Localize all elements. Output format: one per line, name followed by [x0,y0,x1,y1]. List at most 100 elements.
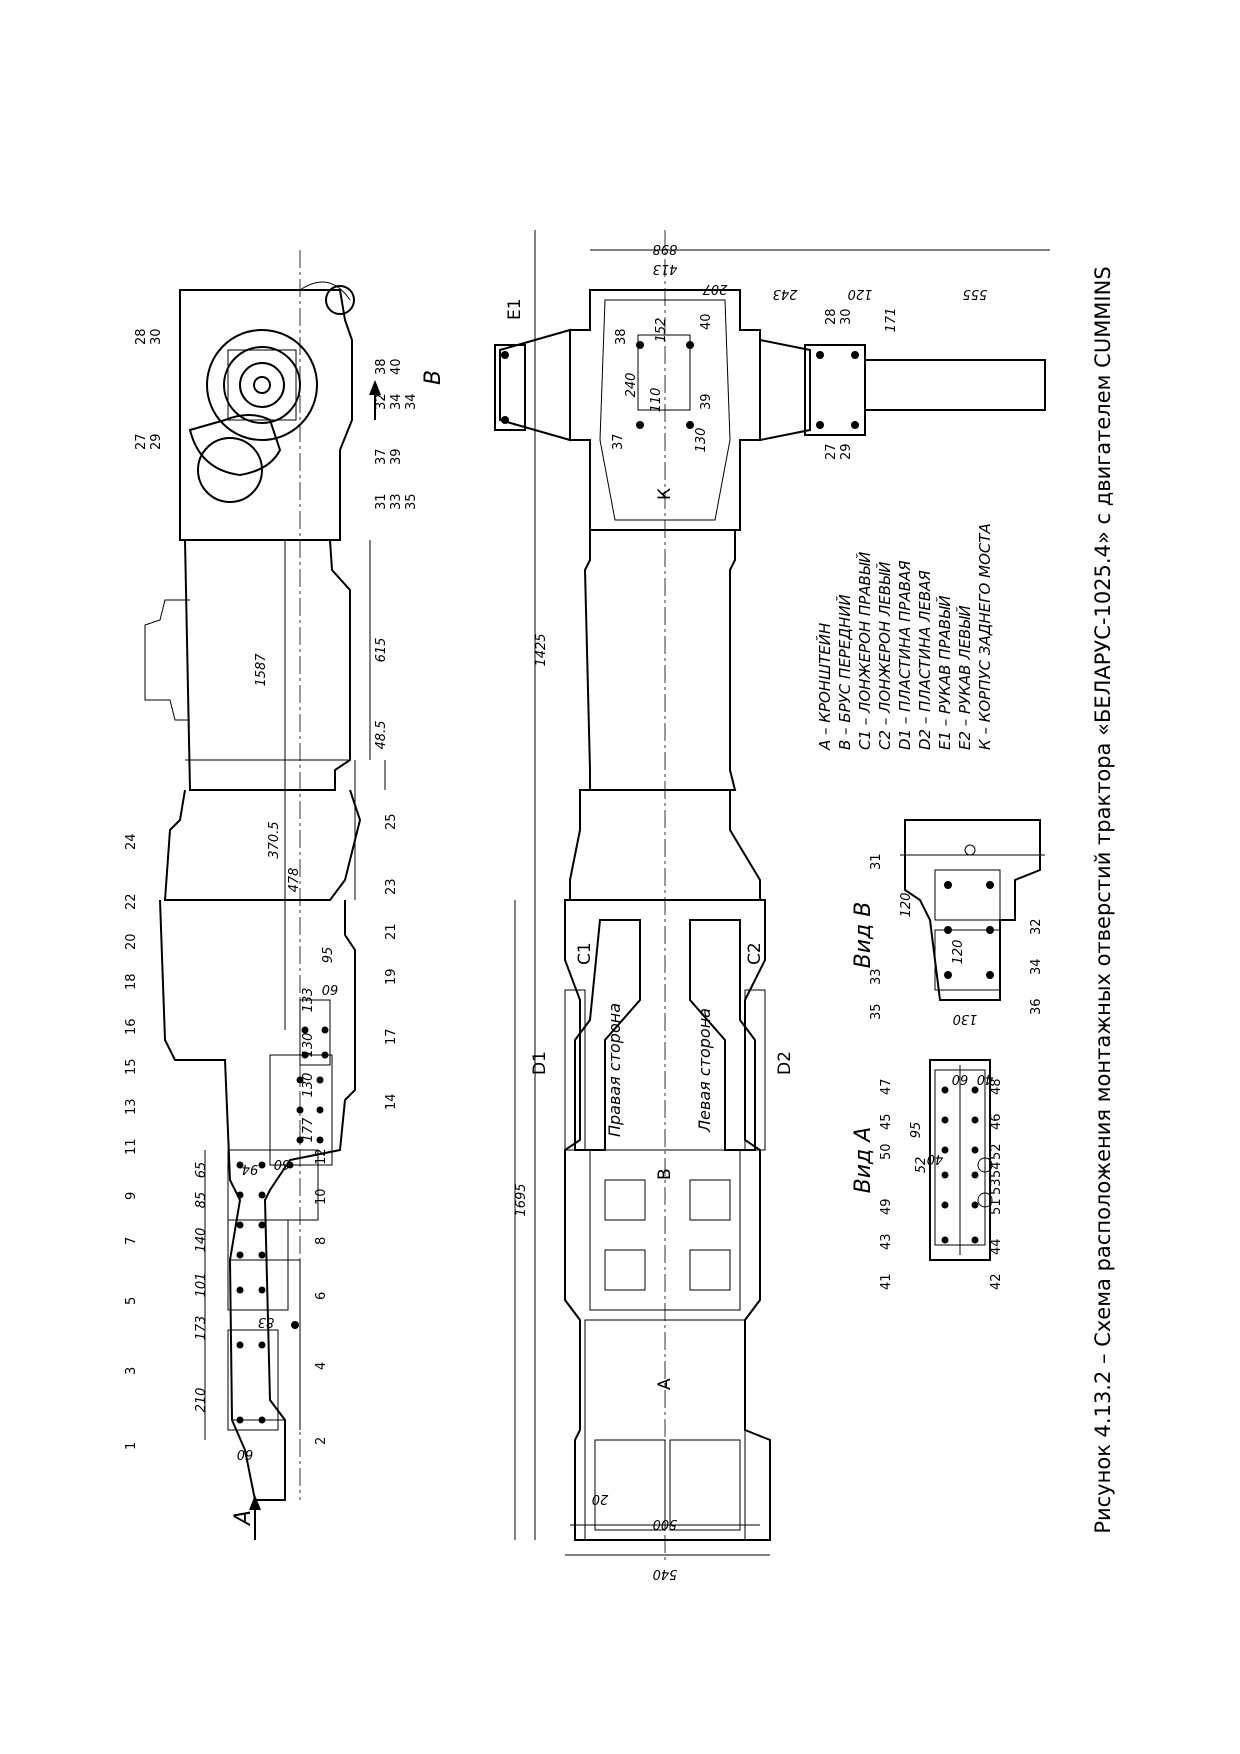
svg-text:20: 20 [592,1491,609,1506]
svg-text:555: 555 [963,286,988,301]
svg-text:32: 32 [374,393,389,410]
svg-text:А – КРОНШТЕЙН: А – КРОНШТЕЙН [815,623,834,751]
callout: 9 [124,1192,139,1200]
svg-text:28: 28 [824,308,839,325]
svg-text:40: 40 [389,358,404,375]
callout: 17 [384,1028,399,1045]
svg-text:52: 52 [914,1157,929,1174]
top-view [494,230,1050,1560]
callout: 20 [124,933,139,950]
svg-text:130: 130 [301,1073,316,1098]
callout: 2 [314,1437,329,1445]
side-view [144,250,386,1540]
svg-text:С2: С2 [745,942,765,965]
svg-text:38: 38 [614,328,629,345]
svg-text:С1 – ЛОНЖЕРОН ПРАВЫЙ: С1 – ЛОНЖЕРОН ПРАВЫЙ [855,552,874,750]
svg-text:С2 – ЛОНЖЕРОН ЛЕВЫЙ: С2 – ЛОНЖЕРОН ЛЕВЫЙ [875,562,894,751]
view-b-callouts: 31 32 33 34 35 36 [869,853,1044,1020]
callout: 24 [124,833,139,850]
svg-text:65: 65 [194,1162,209,1179]
svg-text:40: 40 [977,1071,994,1086]
svg-text:60: 60 [322,981,339,996]
svg-text:К: К [655,488,675,500]
svg-text:60: 60 [952,1071,969,1086]
figure-caption: Рисунок 4.13.2 – Схема расположения монт… [1091,266,1115,1533]
svg-text:А: А [655,1378,675,1390]
part-letters: А В К С1 С2 D1 D2 Е1 [505,298,795,1390]
callout: 19 [384,968,399,985]
svg-text:43: 43 [879,1233,894,1250]
svg-text:34: 34 [1029,958,1044,975]
callout: 11 [124,1138,139,1155]
svg-text:1587: 1587 [254,653,269,687]
right-side-label: Правая сторона [605,1003,624,1137]
svg-text:48.5: 48.5 [374,721,389,750]
svg-text:110: 110 [649,388,664,413]
svg-text:30: 30 [149,328,164,345]
svg-text:44: 44 [989,1238,1004,1255]
view-a-title: Вид А [851,1127,876,1194]
callout: 1 [124,1442,139,1450]
svg-text:50: 50 [879,1143,894,1160]
svg-text:36: 36 [1029,998,1044,1015]
svg-text:29: 29 [149,433,164,450]
svg-text:60: 60 [274,1156,291,1171]
svg-text:Е2 – РУКАВ ЛЕВЫЙ: Е2 – РУКАВ ЛЕВЫЙ [955,605,974,750]
svg-text:34: 34 [389,393,404,410]
svg-text:46: 46 [989,1113,1004,1130]
svg-text:140: 140 [194,1228,209,1253]
svg-text:40: 40 [927,1151,944,1166]
svg-text:Е1 – РУКАВ ПРАВЫЙ: Е1 – РУКАВ ПРАВЫЙ [935,595,954,750]
svg-text:D1: D1 [530,1051,550,1075]
svg-text:В: В [655,1168,675,1180]
svg-text:32: 32 [1029,918,1044,935]
view-b-dimensions: 120 120 130 [899,893,977,1026]
view-a-callouts: 41 42 43 44 45 46 47 48 49 50 51 52 53 5… [879,1078,1004,1290]
callout: 12 [314,1148,329,1165]
svg-text:207: 207 [702,281,728,296]
left-side-label: Левая сторона [695,1008,714,1133]
view-b-detail [900,819,1045,1001]
svg-text:38: 38 [374,358,389,375]
svg-text:34: 34 [404,393,419,410]
callout: 13 [124,1098,139,1115]
side-view-dimensions: 60 210 173 83 101 140 85 65 94 60 177 13… [194,638,389,1461]
view-b-title: Вид В [851,902,876,969]
callout: 16 [124,1018,139,1035]
svg-text:Е1: Е1 [505,298,525,320]
svg-text:33: 33 [869,968,884,985]
svg-text:83: 83 [258,1314,275,1329]
svg-text:С1: С1 [575,942,595,965]
svg-text:60: 60 [237,1446,254,1461]
svg-text:К – КОРПУС ЗАДНЕГО МОСТА: К – КОРПУС ЗАДНЕГО МОСТА [976,523,994,750]
svg-text:49: 49 [879,1198,894,1215]
svg-text:54: 54 [989,1161,1004,1178]
arrow-a-label: А [231,1510,256,1527]
svg-text:35: 35 [869,1003,884,1020]
svg-text:95: 95 [321,947,336,964]
svg-text:210: 210 [194,1388,209,1413]
svg-text:31: 31 [374,493,389,510]
svg-text:130: 130 [694,428,709,453]
svg-text:413: 413 [653,261,678,276]
view-a-detail [929,1059,993,1261]
svg-text:243: 243 [773,286,798,301]
side-view-stacked-callouts: 27 29 28 30 31 33 35 32 34 34 37 39 38 4… [134,328,419,510]
svg-text:1695: 1695 [514,1183,529,1216]
svg-text:478: 478 [287,868,302,893]
side-view-callouts: 1 2 3 4 5 6 7 8 9 10 11 12 13 14 15 16 1… [124,813,399,1450]
svg-text:1425: 1425 [534,633,549,666]
svg-text:120: 120 [848,286,873,301]
svg-text:177: 177 [301,1117,316,1143]
top-view-dimensions: 1695 1425 898 413 207 243 120 555 171 24… [514,241,987,1581]
svg-text:173: 173 [194,1316,209,1341]
svg-text:В – БРУС ПЕРЕДНИЙ: В – БРУС ПЕРЕДНИЙ [835,594,854,750]
svg-text:29: 29 [839,443,854,460]
svg-text:27: 27 [824,443,839,460]
svg-text:30: 30 [839,308,854,325]
svg-text:48: 48 [989,1078,1004,1095]
svg-text:94: 94 [242,1161,259,1176]
callout: 4 [314,1362,329,1370]
callout: 18 [124,973,139,990]
